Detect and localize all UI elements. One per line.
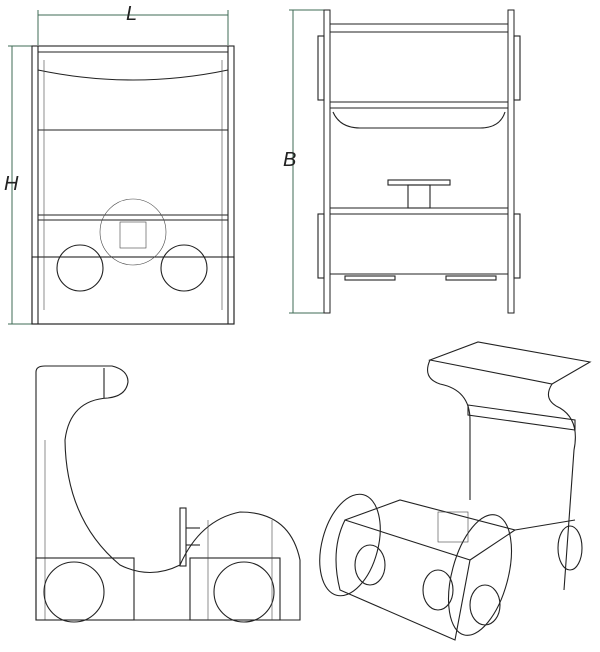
front-view: L H xyxy=(4,3,235,325)
isometric-view xyxy=(319,341,592,641)
dimension-L: L xyxy=(37,3,229,45)
side-profile-view xyxy=(35,365,301,623)
side-view: B xyxy=(283,9,521,314)
dimension-H: H xyxy=(4,45,40,325)
dimension-label-h: H xyxy=(4,173,19,195)
dimension-label-l: L xyxy=(126,3,137,25)
dimension-B: B xyxy=(283,9,326,314)
dimension-label-b: B xyxy=(283,149,296,171)
